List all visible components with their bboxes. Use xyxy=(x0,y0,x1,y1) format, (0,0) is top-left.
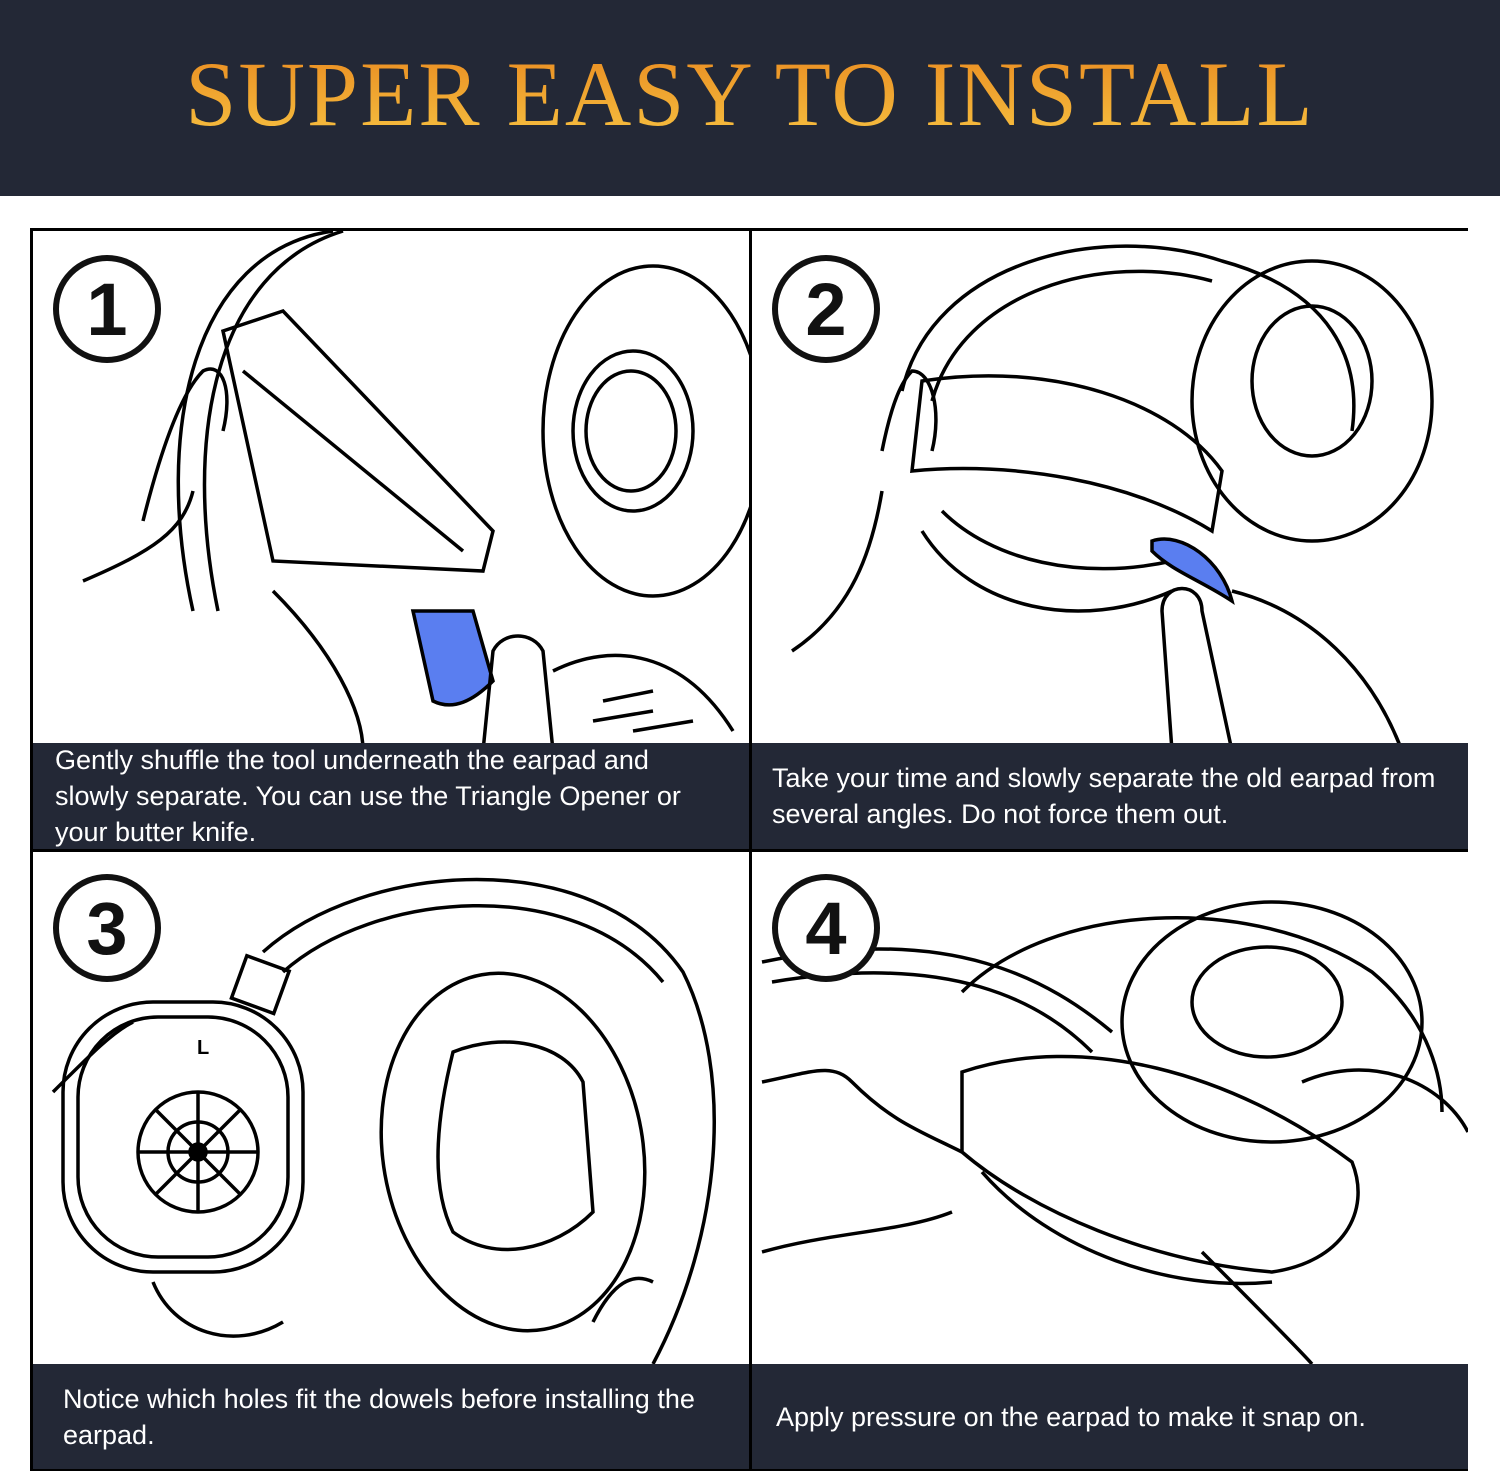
steps-grid: 1 Gently shuffle the tool underneath the… xyxy=(30,228,1468,1471)
step-2-illustration xyxy=(791,244,1434,751)
step-1-caption: Gently shuffle the tool underneath the e… xyxy=(33,743,749,849)
step-4-caption: Apply pressure on the earpad to make it … xyxy=(752,1364,1468,1469)
step-3-caption: Notice which holes fit the dowels before… xyxy=(33,1364,749,1469)
step-number-badge: 3 xyxy=(53,874,161,982)
step-number-badge: 1 xyxy=(53,255,161,363)
step-3-panel: 3 L Notice which holes fit the dowels be… xyxy=(33,852,749,1469)
step-1-panel: 1 Gently shuffle the tool underneath the… xyxy=(33,231,749,849)
step-number-badge: 2 xyxy=(772,255,880,363)
step-2-panel: 2 Take your time and slowly separate the… xyxy=(752,231,1468,849)
header-banner: SUPER EASY TO INSTALL xyxy=(0,0,1500,196)
page-title: SUPER EASY TO INSTALL xyxy=(185,43,1315,145)
step-2-caption: Take your time and slowly separate the o… xyxy=(752,743,1468,849)
earcup-side-marking: L xyxy=(197,1037,210,1059)
step-3-illustration xyxy=(51,877,716,1364)
step-number-badge: 4 xyxy=(772,874,880,982)
step-4-panel: 4 Apply pressure on the earpad to make i… xyxy=(752,852,1468,1469)
step-1-illustration xyxy=(82,231,749,751)
